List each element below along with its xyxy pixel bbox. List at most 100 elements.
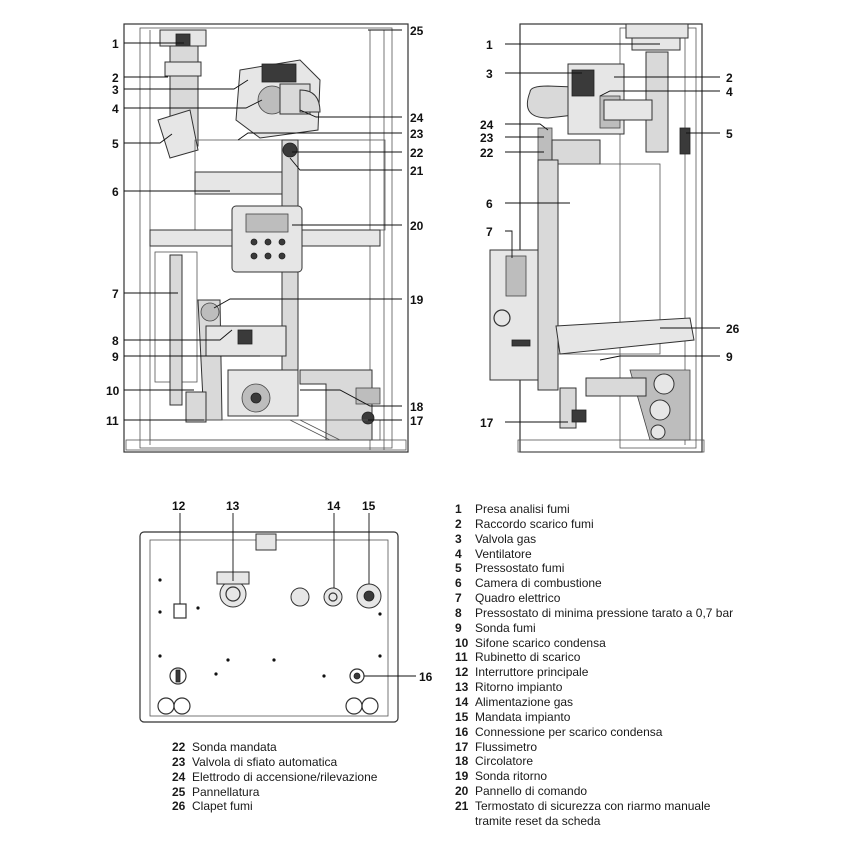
legend-number: 9	[455, 620, 462, 635]
legend-right: 1 Presa analisi fumi 2 Raccordo scarico fu…	[455, 502, 733, 829]
callout-label: 18	[410, 400, 424, 414]
leader-lines	[124, 29, 720, 677]
callout-label: 21	[410, 164, 424, 178]
callout-label: 7	[112, 287, 119, 301]
legend-text: Valvola di sfiato automatica	[192, 754, 338, 769]
callout-label: 5	[726, 127, 733, 141]
legend-text: Quadro elettrico	[475, 591, 561, 606]
legend-text: Elettrodo di accensione/rilevazione	[192, 769, 378, 784]
legend-text: Pannello di comando	[475, 784, 588, 799]
legend-number: 10	[455, 635, 469, 650]
callout-label: 9	[726, 350, 733, 364]
return-connection	[219, 580, 247, 608]
callout-label: 16	[419, 670, 433, 684]
callout-label: 2	[726, 71, 733, 85]
callout-label: 10	[106, 384, 120, 398]
legend-row: 23 Valvola di sfiato automatica	[172, 755, 377, 770]
legend-row: 9 Sonda fumi	[455, 621, 733, 636]
callout-label: 26	[726, 322, 740, 336]
callout-label: 17	[480, 416, 494, 430]
legend-number: 13	[455, 680, 469, 695]
side-callouts: 1 3 24 23 22 6 7 17 2 4 5 26 9	[480, 38, 740, 430]
bottom-callouts: 12 13 14 15 16	[172, 499, 433, 684]
legend-number: 5	[455, 561, 462, 576]
callout-label: 20	[410, 219, 424, 233]
legend-number: 2	[455, 516, 462, 531]
front-callouts: 1 2 3 4 5 6 7 8 9 10 11 25 24 23 22 21 2…	[106, 24, 424, 428]
front-casing	[123, 23, 409, 453]
callout-label: 3	[112, 83, 119, 97]
front-view	[123, 23, 409, 453]
callout-label: 25	[410, 24, 424, 38]
legend-number: 1	[455, 502, 462, 516]
legend-row: 19 Sonda ritorno	[455, 769, 733, 784]
legend-text: Ventilatore	[475, 546, 532, 561]
legend-number: 16	[455, 724, 469, 739]
legend-text: Clapet fumi	[192, 799, 253, 814]
legend-text: Flussimetro	[475, 739, 538, 754]
callout-label: 1	[486, 38, 493, 52]
bottom-casing	[139, 531, 399, 723]
main-switch	[173, 603, 187, 619]
legend-row: 14 Alimentazione gas	[455, 695, 733, 710]
callout-label: 12	[172, 499, 186, 513]
callout-label: 6	[112, 185, 119, 199]
callout-label: 8	[112, 334, 119, 348]
legend-text: Alimentazione gas	[475, 694, 574, 709]
bottom-view	[139, 531, 399, 723]
legend-number: 24	[172, 769, 186, 784]
gas-connection	[323, 587, 343, 607]
legend-text: Pressostato di minima pressione tarato a…	[475, 605, 734, 620]
legend-number: 11	[455, 650, 468, 665]
legend-text: Sonda fumi	[475, 620, 536, 635]
legend-text: Presa analisi fumi	[475, 502, 570, 516]
legend-text: Rubinetto di scarico	[475, 650, 581, 665]
legend-number: 3	[455, 531, 462, 546]
legend-row: 18 Circolatore	[455, 754, 733, 769]
legend-text: Sonda ritorno	[475, 769, 548, 784]
callout-label: 19	[410, 293, 424, 307]
legend-number: 25	[172, 784, 186, 799]
legend-text: Pressostato fumi	[475, 561, 565, 576]
legend-row: 1 Presa analisi fumi	[455, 502, 733, 517]
callout-label: 2	[112, 71, 119, 85]
callout-label: 22	[480, 146, 494, 160]
legend-number: 23	[172, 754, 186, 769]
legend-row: 11 Rubinetto di scarico	[455, 650, 733, 665]
callout-label: 6	[486, 197, 493, 211]
callout-label: 22	[410, 146, 424, 160]
legend-row: 3 Valvola gas	[455, 532, 733, 547]
legend-number: 14	[455, 694, 469, 709]
legend-text: Circolatore	[475, 754, 534, 769]
side-view	[489, 23, 705, 453]
callout-label: 17	[410, 414, 424, 428]
legend-number: 22	[172, 740, 186, 754]
legend-row: 25 Pannellatura	[172, 785, 377, 800]
callout-label: 13	[226, 499, 240, 513]
legend-number: 18	[455, 754, 469, 769]
legend-text: Valvola gas	[475, 531, 537, 546]
legend-row: 4 Ventilatore	[455, 547, 733, 562]
callout-label: 15	[362, 499, 376, 513]
callout-label: 4	[726, 85, 733, 99]
legend-number: 21	[455, 798, 469, 813]
legend-number: 6	[455, 576, 462, 591]
legend-row: 24 Elettrodo di accensione/rilevazione	[172, 770, 377, 785]
callout-label: 24	[410, 111, 424, 125]
legend-text: Pannellatura	[192, 784, 260, 799]
legend-text: Raccordo scarico fumi	[475, 516, 594, 531]
callout-label: 11	[106, 414, 119, 428]
legend-number: 4	[455, 546, 462, 561]
legend-number: 19	[455, 769, 469, 784]
callout-label: 9	[112, 350, 119, 364]
callout-label: 7	[486, 225, 493, 239]
